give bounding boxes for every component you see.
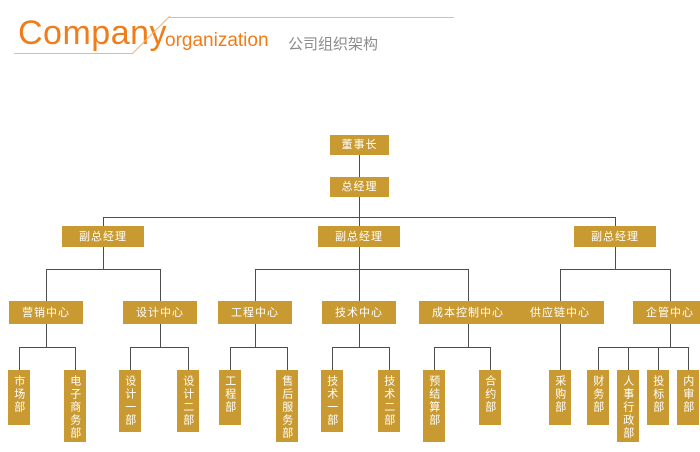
connector-engineering-drop-2	[287, 347, 288, 370]
connector-supplychain-stem	[560, 322, 561, 370]
connector-deputy2-drop-2	[359, 269, 360, 301]
connector-gm-stem	[359, 197, 360, 217]
node-deputy-gm-2[interactable]: 副总经理	[318, 226, 400, 247]
node-dept-design-1[interactable]: 设计一部	[119, 370, 141, 432]
node-dept-tech-2[interactable]: 技术二部	[378, 370, 400, 432]
connector-deputy3-stem	[615, 246, 616, 269]
node-dept-internal-audit[interactable]: 内审部	[677, 370, 699, 425]
connector-engineering-stem	[255, 322, 256, 347]
node-dept-tech-1[interactable]: 技术一部	[321, 370, 343, 432]
connector-marketing-stem	[46, 322, 47, 347]
connector-design-drop-1	[130, 347, 131, 370]
connector-costcontrol-drop-1	[434, 347, 435, 370]
node-center-marketing[interactable]: 营销中心	[9, 301, 83, 324]
connector-costcontrol-rail	[434, 347, 490, 348]
connector-gm-drop-2	[359, 217, 360, 226]
node-dept-after-sales[interactable]: 售后服务部	[276, 370, 298, 442]
connector-entmgmt-drop-3	[658, 347, 659, 370]
connector-deputy2-rail	[255, 269, 468, 270]
header-rule-left	[14, 53, 132, 54]
connector-marketing-drop-1	[19, 347, 20, 370]
connector-chairman-to-gm	[359, 155, 360, 177]
connector-deputy1-drop-1	[46, 269, 47, 301]
node-dept-finance[interactable]: 财务部	[587, 370, 609, 425]
node-dept-ecommerce[interactable]: 电子商务部	[64, 370, 86, 442]
connector-deputy1-rail	[46, 269, 160, 270]
node-center-technology[interactable]: 技术中心	[322, 301, 396, 324]
connector-technology-drop-1	[332, 347, 333, 370]
connector-costcontrol-drop-2	[490, 347, 491, 370]
header-subtitle-cn: 公司组织架构	[288, 35, 379, 53]
node-center-engineering[interactable]: 工程中心	[218, 301, 292, 324]
connector-deputy2-stem	[359, 246, 360, 269]
connector-entmgmt-drop-4	[688, 347, 689, 370]
connector-design-drop-2	[188, 347, 189, 370]
connector-costcontrol-stem	[468, 322, 469, 347]
connector-entmgmt-drop-2	[628, 347, 629, 370]
connector-deputy1-stem	[103, 246, 104, 269]
node-dept-purchasing[interactable]: 采购部	[549, 370, 571, 425]
header-rule-right	[168, 17, 454, 18]
node-dept-engineering[interactable]: 工程部	[219, 370, 241, 425]
connector-marketing-drop-2	[75, 347, 76, 370]
connector-deputy3-rail	[560, 269, 670, 270]
header-slash-divider-icon	[131, 15, 171, 55]
node-center-cost-control[interactable]: 成本控制中心	[419, 301, 517, 324]
node-dept-hr-admin[interactable]: 人事行政部	[617, 370, 639, 442]
connector-gm-drop-1	[103, 217, 104, 226]
connector-gm-drop-3	[615, 217, 616, 226]
node-center-enterprise-mgmt[interactable]: 企管中心	[633, 301, 700, 324]
node-center-design[interactable]: 设计中心	[123, 301, 197, 324]
node-dept-bidding[interactable]: 投标部	[647, 370, 669, 425]
connector-technology-rail	[332, 347, 389, 348]
page-header: Company organization 公司组织架构	[0, 0, 700, 72]
connector-deputy2-drop-1	[255, 269, 256, 301]
node-dept-contract[interactable]: 合约部	[479, 370, 501, 425]
connector-entmgmt-drop-1	[598, 347, 599, 370]
connector-entmgmt-rail	[598, 347, 688, 348]
connector-engineering-drop-1	[230, 347, 231, 370]
node-chairman[interactable]: 董事长	[330, 135, 389, 155]
node-deputy-gm-3[interactable]: 副总经理	[574, 226, 656, 247]
node-dept-design-2[interactable]: 设计二部	[177, 370, 199, 432]
connector-deputy3-drop-2	[670, 269, 671, 301]
node-deputy-gm-1[interactable]: 副总经理	[62, 226, 144, 247]
connector-engineering-rail	[230, 347, 287, 348]
node-center-supply-chain[interactable]: 供应链中心	[516, 301, 604, 324]
connector-technology-drop-2	[389, 347, 390, 370]
connector-deputy2-drop-3	[468, 269, 469, 301]
header-organization-label: organization	[165, 30, 269, 51]
node-dept-budget[interactable]: 预结算部	[423, 370, 445, 442]
node-general-manager[interactable]: 总经理	[330, 177, 389, 197]
header-company-title: Company	[18, 14, 168, 52]
connector-deputy1-drop-2	[160, 269, 161, 301]
node-dept-market[interactable]: 市场部	[8, 370, 30, 425]
connector-marketing-rail	[19, 347, 75, 348]
connector-design-stem	[160, 322, 161, 347]
connector-entmgmt-stem	[670, 322, 671, 347]
connector-technology-stem	[359, 322, 360, 347]
connector-design-rail	[130, 347, 188, 348]
connector-deputy3-drop-1	[560, 269, 561, 301]
